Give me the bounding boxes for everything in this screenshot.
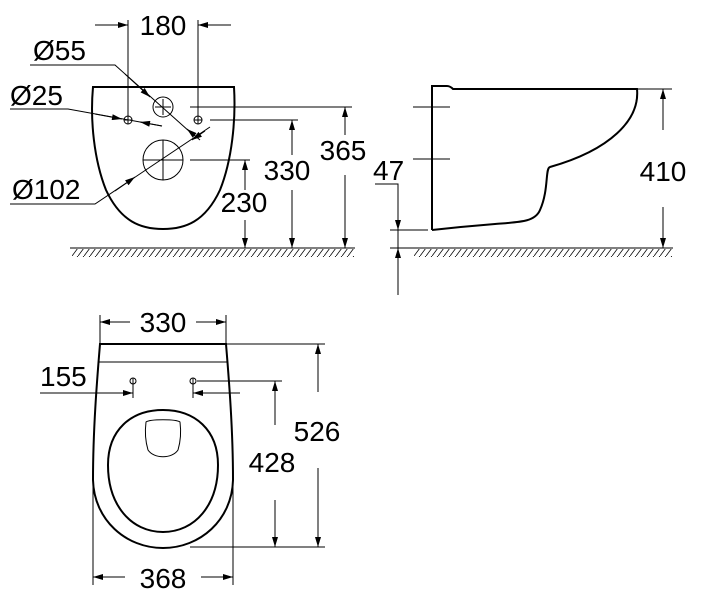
dim-330-top: 330 [140, 307, 187, 338]
dim-180: 180 [140, 10, 187, 41]
label-dia-55: Ø55 [33, 35, 86, 66]
label-dia-25: Ø25 [10, 80, 63, 111]
bowl-front-outline [91, 86, 236, 231]
flush-rim-cutout [144, 419, 182, 458]
dim-155: 155 [40, 361, 87, 392]
label-dia-102: Ø102 [12, 174, 81, 205]
dim-410: 410 [640, 156, 687, 187]
dim-330: 330 [264, 155, 311, 186]
dim-428: 428 [249, 447, 296, 478]
front-view: 180 Ø55 Ø25 Ø102 230 330 365 [10, 10, 366, 257]
dim-47: 47 [373, 155, 404, 186]
seat-opening [106, 408, 220, 534]
top-view: 330 155 428 526 368 [40, 307, 340, 594]
bowl-side-outline [431, 85, 639, 231]
floor-hatch [72, 249, 354, 257]
dim-365: 365 [320, 135, 367, 166]
bowl-top-outline [91, 343, 235, 550]
dim-230: 230 [221, 187, 268, 218]
floor-hatch-side [414, 249, 672, 257]
dim-368: 368 [140, 563, 187, 594]
dim-526: 526 [294, 416, 341, 447]
side-view: 47 410 [373, 85, 687, 295]
inlet-hole [152, 96, 174, 118]
